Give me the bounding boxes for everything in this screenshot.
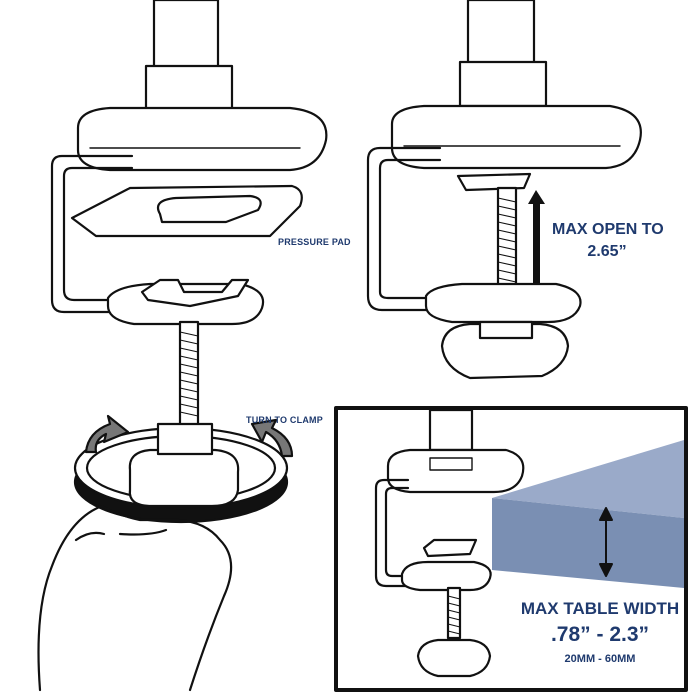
exploded-clamp-view <box>37 0 328 692</box>
c-bracket <box>374 478 442 588</box>
clamp-knob <box>128 448 240 508</box>
pressure-pad <box>70 184 303 238</box>
c-bracket <box>366 146 502 312</box>
table-width-arrow <box>599 507 613 577</box>
max-open-line2: 2.65” <box>587 243 627 260</box>
max-open-clamp-view <box>366 0 642 380</box>
clamp-knob <box>416 638 492 678</box>
clamp-saddle <box>422 538 478 558</box>
c-bracket <box>50 154 182 314</box>
hand <box>37 504 233 692</box>
table-front-edge <box>492 498 684 588</box>
table-clamp-view <box>374 408 684 678</box>
max-open-label: MAX OPEN TO 2.65” <box>552 221 664 260</box>
clamp-saddle <box>140 278 250 308</box>
pressure-pad-label: PRESSURE PAD <box>278 237 351 247</box>
max-open-line1: MAX OPEN TO <box>552 221 664 238</box>
rotate-arrow-left <box>84 414 130 454</box>
pole <box>428 408 474 452</box>
max-table-width-mm: 20MM - 60MM <box>564 653 636 665</box>
clamp-knob <box>440 322 570 380</box>
max-table-width-range: .78” - 2.3” <box>550 623 650 646</box>
clamp-saddle <box>456 172 532 192</box>
clamp-top-plate <box>390 104 642 170</box>
turn-to-clamp-label: TURN TO CLAMP <box>246 415 323 425</box>
table-top <box>492 440 684 518</box>
clamp-lower-plate <box>424 282 582 324</box>
pole <box>466 0 536 66</box>
rotate-arrow-right <box>250 418 294 458</box>
max-open-arrow <box>528 190 545 284</box>
clamp-top-plate <box>76 106 328 172</box>
pole <box>152 0 220 72</box>
max-table-width-title: MAX TABLE WIDTH <box>520 599 680 618</box>
clamp-lower-plate <box>400 560 492 592</box>
clamp-top-plate <box>386 448 525 494</box>
